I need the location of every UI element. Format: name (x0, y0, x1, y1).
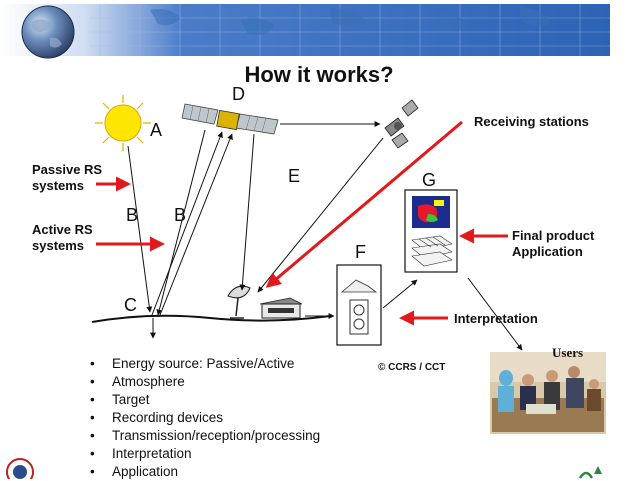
credit-text: © CCRS / CCT (378, 362, 445, 373)
list-item: •Application (88, 463, 320, 481)
letter-a: A (150, 120, 162, 141)
letter-c: C (124, 295, 137, 316)
antenna-icon (228, 286, 250, 318)
list-item: •Energy source: Passive/Active (88, 355, 320, 373)
letter-f: F (355, 242, 366, 263)
letter-d: D (232, 84, 245, 105)
letter-g: G (422, 170, 436, 191)
partner-logo (580, 466, 602, 478)
satellite-icon (182, 104, 278, 134)
receiving-stations-label: Receiving stations (474, 114, 589, 130)
list-item: •Interpretation (88, 445, 320, 463)
letter-e: E (288, 166, 300, 187)
users-photo (490, 352, 606, 434)
users-label: Users (552, 345, 583, 361)
sun-icon (95, 95, 151, 151)
product-box-g (405, 190, 457, 272)
component-list: •Energy source: Passive/Active •Atmosphe… (88, 355, 320, 481)
list-item: •Transmission/reception/processing (88, 427, 320, 445)
processing-box-f (337, 265, 381, 345)
letter-b-passive: B (126, 205, 138, 226)
list-item: •Recording devices (88, 409, 320, 427)
relay-satellite-icon (385, 100, 418, 148)
list-item: •Atmosphere (88, 373, 320, 391)
receiving-building-icon (260, 298, 302, 318)
list-item: •Target (88, 391, 320, 409)
interpretation-label: Interpretation (454, 311, 538, 327)
ccrs-logo (7, 459, 33, 479)
letter-b-active: B (174, 205, 186, 226)
